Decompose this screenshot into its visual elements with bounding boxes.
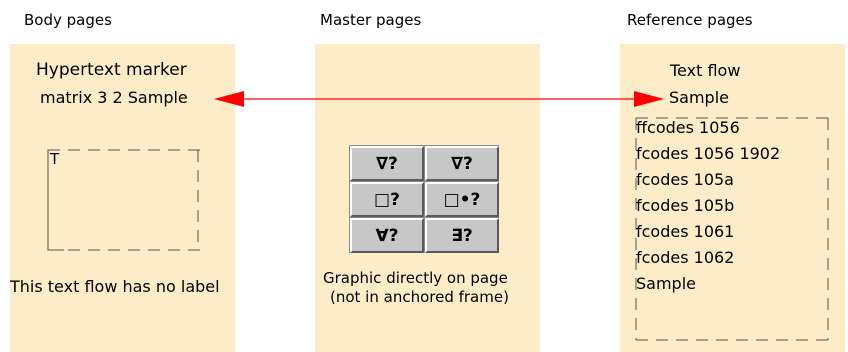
flow-entry: fcodes 1062: [636, 248, 735, 267]
text-flow-caption: This text flow has no label: [10, 277, 220, 296]
reference-title-line1: Text flow: [670, 61, 741, 80]
palette-cell: □•?: [425, 182, 499, 217]
hypertext-marker-title: Hypertext marker: [36, 60, 187, 80]
flow-entry: Sample: [636, 274, 696, 293]
palette-cell: □?: [350, 182, 424, 217]
flow-entry: fcodes 1056 1902: [636, 144, 781, 163]
unlabeled-text-frame: [44, 148, 204, 252]
arrowhead-right-icon: [634, 91, 664, 107]
equation-palette-graphic: ∇? ∇? □? □•? ∀? ∃?: [349, 145, 499, 253]
reference-flow-entries: ffcodes 1056 fcodes 1056 1902 fcodes 105…: [636, 115, 780, 297]
palette-cell: ∇?: [425, 146, 499, 181]
palette-cell: ∃?: [425, 218, 499, 253]
body-pages-header: Body pages: [24, 11, 112, 29]
flow-entry: ffcodes 1056: [636, 118, 740, 137]
master-caption-line1: Graphic directly on page: [323, 269, 508, 287]
reference-pages-header: Reference pages: [627, 11, 753, 29]
reference-title-line2: Sample: [669, 88, 729, 107]
reference-text-frame: [632, 114, 832, 344]
master-pages-header: Master pages: [320, 11, 422, 29]
flow-entry: fcodes 105a: [636, 170, 734, 189]
flow-entry: fcodes 1061: [636, 222, 735, 241]
reference-page-panel: [620, 44, 845, 352]
master-caption-line2: (not in anchored frame): [330, 288, 509, 306]
flow-entry: fcodes 105b: [636, 196, 735, 215]
text-frame-symbol: T: [50, 150, 60, 168]
arrowhead-left-icon: [214, 91, 244, 107]
palette-cell: ∇?: [350, 146, 424, 181]
palette-cell: ∀?: [350, 218, 424, 253]
hypertext-marker-text: matrix 3 2 Sample: [40, 88, 188, 107]
